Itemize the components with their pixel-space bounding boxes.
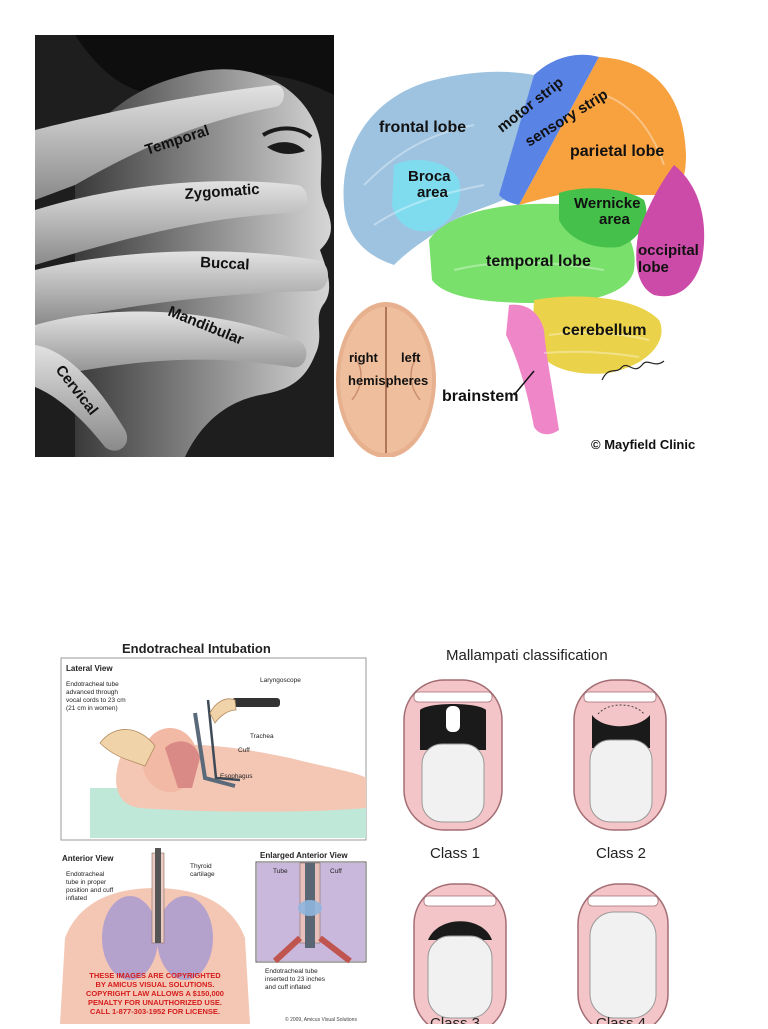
mallampati-figure: Mallampati classification bbox=[398, 640, 688, 1029]
label-hemispheres: hemispheres bbox=[348, 373, 428, 388]
anterior-note-1: Endotracheal bbox=[66, 871, 105, 878]
label-broca-1: Broca bbox=[408, 168, 451, 185]
lateral-note-1: Endotracheal tube bbox=[66, 681, 119, 688]
lateral-esophagus: Esophagus bbox=[220, 773, 253, 780]
label-hemi-left: left bbox=[401, 350, 421, 365]
anterior-note-4: inflated bbox=[66, 895, 87, 902]
mouth-class-3 bbox=[413, 883, 507, 1029]
intubation-footer: © 2009, Amicus Visual Solutions bbox=[285, 1016, 357, 1023]
class-2-label: Class 2 bbox=[596, 845, 646, 862]
brain-credit: © Mayfield Clinic bbox=[591, 437, 695, 452]
class-1-label: Class 1 bbox=[430, 845, 480, 862]
brainstem-pointer bbox=[513, 370, 535, 396]
label-parietal-lobe: parietal lobe bbox=[570, 143, 664, 160]
artist-signature bbox=[601, 360, 665, 381]
wernicke-area-region bbox=[559, 188, 647, 248]
enlarged-note-1: Endotracheal tube bbox=[265, 968, 318, 975]
endotracheal-intubation-figure: Endotracheal Intubation Lateral View End… bbox=[60, 638, 368, 1024]
label-hemi-right: right bbox=[349, 350, 379, 365]
anterior-thyroid-1: Thyroid bbox=[190, 863, 212, 870]
mouth-class-1 bbox=[403, 679, 503, 831]
class-4-label: Class 4 bbox=[596, 1015, 646, 1024]
lateral-trachea: Trachea bbox=[250, 733, 274, 740]
mallampati-illustration: Mallampati classification bbox=[398, 640, 688, 1029]
label-occipital-2: lobe bbox=[638, 259, 669, 276]
copyright-line-2: BY AMICUS VISUAL SOLUTIONS. bbox=[95, 980, 214, 989]
enlarged-note-3: and cuff inflated bbox=[265, 984, 311, 991]
label-occipital-1: occipital bbox=[638, 242, 699, 259]
parietal-lobe-region bbox=[519, 57, 686, 205]
copyright-line-3: COPYRIGHT LAW ALLOWS A $150,000 bbox=[86, 989, 224, 998]
anterior-thyroid-2: cartilage bbox=[190, 871, 215, 878]
lateral-heading: Lateral View bbox=[66, 664, 113, 673]
lateral-note-3: vocal cords to 23 cm bbox=[66, 697, 126, 704]
lateral-note-2: advanced through bbox=[66, 689, 118, 696]
facial-nerve-illustration: Temporal Zygomatic Buccal Mandibular Cer… bbox=[35, 35, 334, 457]
label-wernicke-2: area bbox=[599, 211, 631, 228]
brainstem-region bbox=[506, 304, 559, 435]
nerve-label-zygomatic: Zygomatic bbox=[184, 181, 260, 203]
cerebellum-region bbox=[532, 296, 662, 374]
label-cerebellum: cerebellum bbox=[562, 322, 646, 339]
label-brainstem: brainstem bbox=[442, 388, 518, 405]
enlarged-heading: Enlarged Anterior View bbox=[260, 851, 348, 860]
mouth-class-2 bbox=[573, 679, 667, 831]
nerve-label-buccal: Buccal bbox=[200, 254, 250, 274]
anterior-heading: Anterior View bbox=[62, 854, 114, 863]
label-broca-2: area bbox=[417, 184, 449, 201]
class-3-label: Class 3 bbox=[430, 1015, 480, 1024]
lateral-note-4: (21 cm in women) bbox=[66, 705, 118, 712]
occipital-lobe-region bbox=[636, 165, 705, 297]
enlarged-note-2: inserted to 23 inches bbox=[265, 976, 326, 983]
hemispheres-top-view bbox=[336, 302, 436, 458]
brain-lobes-diagram: frontal lobe motor strip sensory strip p… bbox=[334, 35, 714, 458]
copyright-line-5: CALL 1-877-303-1952 FOR LICENSE. bbox=[90, 1007, 220, 1016]
facial-nerve-photo: Temporal Zygomatic Buccal Mandibular Cer… bbox=[35, 35, 334, 457]
intubation-title: Endotracheal Intubation bbox=[122, 641, 271, 656]
anterior-note-2: tube in proper bbox=[66, 879, 107, 886]
copyright-notice: THESE IMAGES ARE COPYRIGHTED BY AMICUS V… bbox=[86, 971, 224, 1016]
copyright-line-4: PENALTY FOR UNAUTHORIZED USE. bbox=[88, 998, 222, 1007]
intubation-illustration: Endotracheal Intubation Lateral View End… bbox=[60, 638, 368, 1024]
lateral-laryngoscope: Laryngoscope bbox=[260, 677, 301, 684]
label-temporal-lobe: temporal lobe bbox=[486, 253, 591, 270]
anterior-note-3: position and cuff bbox=[66, 887, 113, 894]
label-wernicke-1: Wernicke bbox=[574, 195, 640, 212]
lateral-cuff: Cuff bbox=[238, 747, 250, 754]
broca-area-region bbox=[392, 160, 461, 232]
enlarged-cuff: Cuff bbox=[330, 868, 342, 875]
mouth-class-4 bbox=[577, 883, 669, 1029]
label-frontal-lobe: frontal lobe bbox=[379, 119, 466, 136]
copyright-line-1: THESE IMAGES ARE COPYRIGHTED bbox=[89, 971, 221, 980]
brain-illustration: frontal lobe motor strip sensory strip p… bbox=[334, 35, 714, 458]
enlarged-tube: Tube bbox=[273, 868, 288, 875]
mallampati-title: Mallampati classification bbox=[446, 647, 608, 664]
motor-strip-region bbox=[499, 54, 599, 205]
